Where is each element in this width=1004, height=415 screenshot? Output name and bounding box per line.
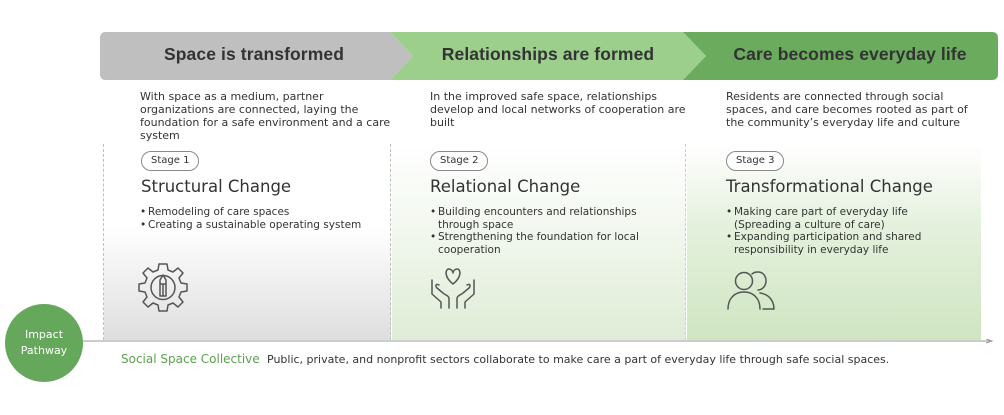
collective-name: Social Space Collective (121, 352, 260, 366)
stage1-change-title: Structural Change (141, 177, 292, 196)
stage1-arrow (100, 32, 413, 80)
stage3-badge: Stage 3 (726, 151, 785, 171)
stage3-heading: Care becomes everyday life (733, 44, 967, 64)
stage2-badge: Stage 2 (430, 151, 489, 171)
stage1-badge: Stage 1 (141, 151, 200, 171)
bullet-item: Making care part of everyday life (Sprea… (726, 206, 936, 231)
stage2-bullets: Building encounters and relationships th… (430, 206, 650, 256)
hands-heart-icon (431, 268, 475, 309)
bullet-item: Creating a sustainable operating system (140, 219, 380, 232)
stage1-bullets: Remodeling of care spaces Creating a sus… (140, 206, 380, 231)
people-icon (727, 271, 775, 310)
impact-pathway-label: Impact Pathway (20, 328, 68, 357)
stage1-description: With space as a medium, partner organiza… (140, 90, 391, 142)
impact-pathway-badge: Impact Pathway (5, 304, 83, 382)
stage3-description: Residents are connected through social s… (726, 90, 968, 129)
stage3-arrow (683, 32, 998, 80)
bullet-item: Building encounters and relationships th… (430, 206, 650, 231)
bullet-item: Expanding participation and shared respo… (726, 231, 936, 256)
gear-icon (138, 263, 188, 312)
bullet-item: Strengthening the foundation for local c… (430, 231, 650, 256)
stage3-bullets: Making care part of everyday life (Sprea… (726, 206, 936, 256)
stage2-description: In the improved safe space, relationship… (430, 90, 686, 129)
bullet-item: Remodeling of care spaces (140, 206, 380, 219)
stage-arrows (100, 32, 998, 80)
stage1-panel (103, 144, 391, 340)
pathway-statement: Public, private, and nonprofit sectors c… (267, 353, 890, 366)
stage2-change-title: Relational Change (430, 177, 581, 196)
stage2-arrow (390, 32, 706, 80)
stage2-heading: Relationships are formed (441, 44, 655, 64)
pathway-axis (60, 339, 994, 344)
stage3-change-title: Transformational Change (726, 177, 933, 196)
stage1-heading: Space is transformed (164, 44, 344, 64)
